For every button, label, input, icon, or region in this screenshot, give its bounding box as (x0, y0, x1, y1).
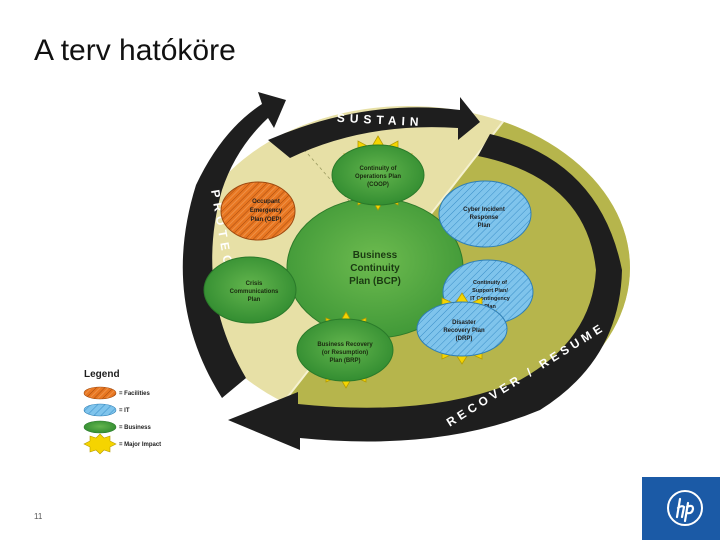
svg-text:Plan: Plan (484, 304, 496, 310)
svg-text:(or Resumption): (or Resumption) (322, 350, 368, 356)
legend-title: Legend (84, 369, 120, 380)
brp-plan-node: Business Recovery (or Resumption) Plan (… (296, 311, 394, 389)
slide-title: A terv hatóköre (34, 34, 236, 67)
cyber-incident-plan-node: Cyber Incident Response Plan (438, 180, 532, 248)
svg-text:Disaster: Disaster (452, 320, 476, 326)
svg-text:= Facilities: = Facilities (119, 391, 151, 397)
svg-text:Operations Plan: Operations Plan (355, 174, 401, 180)
svg-text:Cyber Incident: Cyber Incident (463, 207, 505, 213)
crisis-communications-plan-node: Crisis Communications Plan (203, 256, 297, 324)
svg-text:Continuity of: Continuity of (473, 280, 507, 286)
svg-text:(COOP): (COOP) (367, 182, 389, 188)
svg-text:Recovery Plan: Recovery Plan (443, 328, 485, 334)
recover-resume-arrow (228, 134, 622, 450)
legend-item-business: = Business (83, 420, 152, 434)
oep-plan-node: Occupant Emergency Plan (OEP) (220, 181, 296, 241)
svg-text:Plan: Plan (478, 223, 491, 229)
coop-plan-node: Continuity of Operations Plan (COOP) (331, 135, 425, 211)
sustain-arrow (268, 97, 480, 158)
svg-text:Response: Response (470, 215, 499, 221)
svg-text:Crisis: Crisis (246, 281, 263, 287)
svg-text:Business Recovery: Business Recovery (317, 342, 373, 348)
svg-text:Emergency: Emergency (250, 208, 283, 214)
page-number: 11 (34, 512, 43, 521)
bcp-center-circle: Business Continuity Plan (BCP) (286, 197, 464, 339)
svg-text:Occupant: Occupant (252, 199, 280, 205)
legend-item-facilities: = Facilities (83, 386, 151, 400)
svg-text:(DRP): (DRP) (456, 336, 473, 342)
svg-text:Plan (BCP): Plan (BCP) (349, 276, 401, 287)
svg-text:Business: Business (353, 250, 398, 261)
svg-text:Support Plan/: Support Plan/ (472, 288, 508, 294)
hp-logo-icon (667, 490, 703, 526)
svg-text:Continuity: Continuity (350, 263, 400, 274)
svg-text:= Major Impact: = Major Impact (119, 442, 161, 448)
sustain-label: SUSTAIN (337, 111, 424, 130)
legend: Legend = Facilities = IT = Business = Ma… (83, 369, 161, 455)
drp-plan-node: Disaster Recovery Plan (DRP) (416, 292, 508, 365)
legend-item-it: = IT (83, 403, 130, 417)
protect-arrow (182, 92, 286, 398)
svg-text:Communications: Communications (230, 289, 279, 295)
svg-text:Plan (OEP): Plan (OEP) (250, 217, 281, 223)
legend-item-major-impact: = Major Impact (83, 433, 161, 455)
svg-text:Plan (BRP): Plan (BRP) (329, 358, 360, 364)
svg-text:= Business: = Business (119, 425, 152, 431)
svg-text:= IT: = IT (119, 408, 130, 414)
svg-text:Continuity of: Continuity of (360, 166, 398, 172)
svg-text:Plan: Plan (248, 297, 261, 303)
svg-text:IT Contingency: IT Contingency (470, 296, 511, 302)
